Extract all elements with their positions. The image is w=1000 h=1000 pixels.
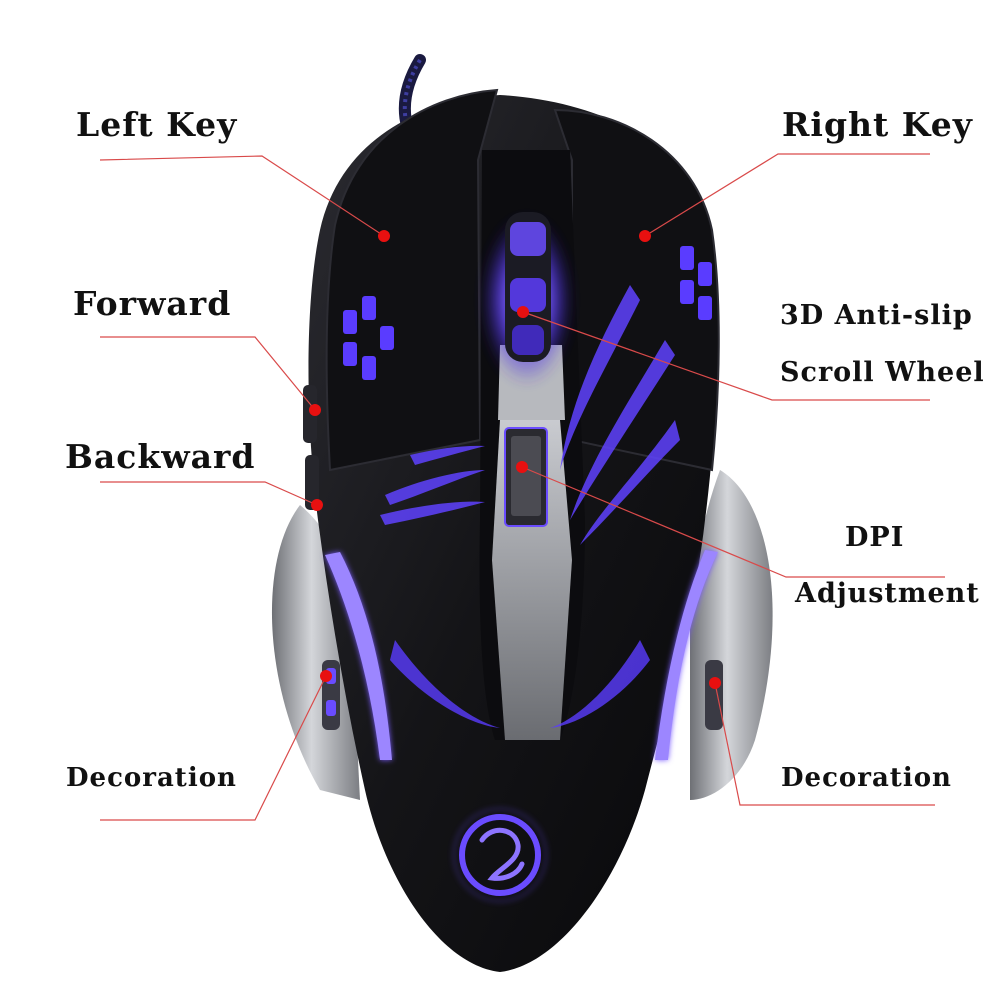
label-backward: Backward [65, 437, 256, 476]
label-scroll-line1: 3D Anti-slip [780, 300, 973, 331]
left-led-vents [343, 296, 394, 380]
callout-line-left-key [99, 155, 385, 237]
callout-line-right-key [644, 153, 930, 237]
backward-side-button [305, 455, 319, 510]
label-dpi-line1: DPI [845, 522, 905, 553]
claw-graphic [560, 285, 680, 545]
label-decoration-left: Decoration [66, 763, 237, 793]
label-dpi-line2: Adjustment [795, 578, 980, 609]
callout-line-backward [100, 481, 318, 506]
callout-dots [309, 230, 721, 689]
claw-graphic-left [380, 445, 485, 525]
label-left-key: Left Key [76, 105, 238, 144]
left-button-panel [325, 88, 499, 472]
callout-line-dpi [521, 466, 945, 578]
right-led-vents [680, 246, 712, 320]
callout-lines [99, 153, 945, 821]
label-scroll-line2: Scroll Wheel [780, 357, 985, 388]
callout-line-decoration-right [714, 682, 935, 806]
label-right-key: Right Key [782, 105, 973, 144]
label-forward: Forward [73, 284, 232, 323]
callout-line-decoration-left [100, 675, 327, 821]
callout-line-scroll-wheel [522, 311, 930, 401]
dragon-emblem-icon [459, 814, 541, 896]
callout-line-forward [100, 336, 316, 411]
label-decoration-right: Decoration [781, 763, 952, 793]
right-decoration-stud [705, 660, 723, 730]
